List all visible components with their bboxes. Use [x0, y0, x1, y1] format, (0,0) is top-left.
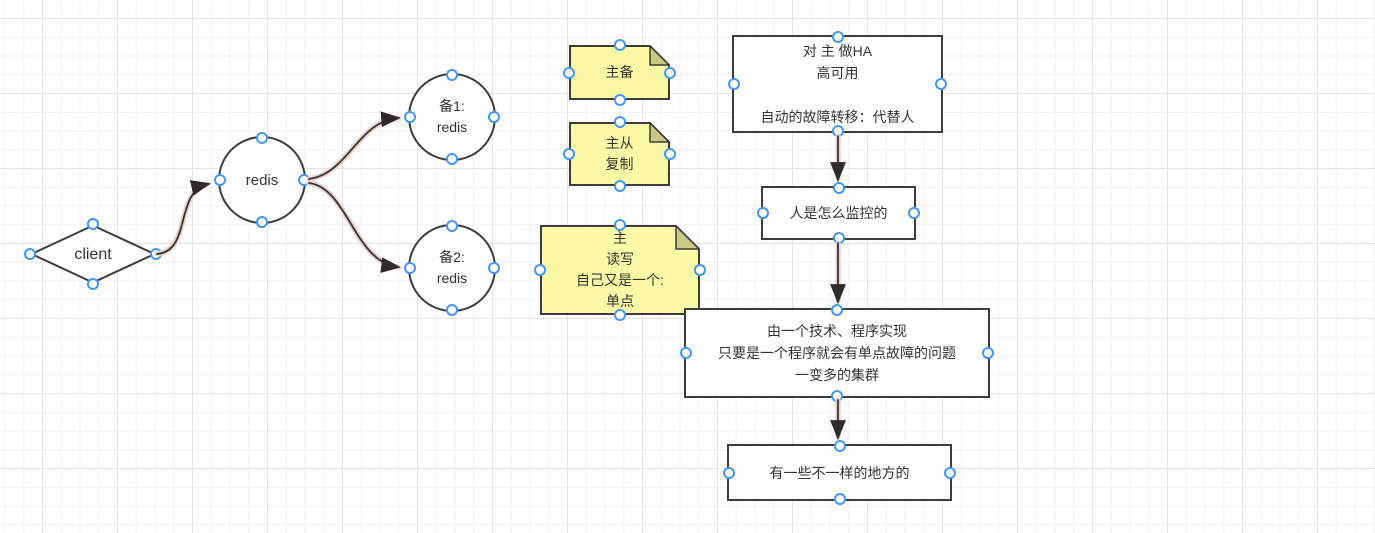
connection-handle-top[interactable] — [832, 182, 845, 194]
diff-box[interactable]: 有一些不一样的地方的 — [723, 440, 956, 505]
diff-box-label: 有一些不一样的地方的 — [769, 464, 910, 481]
connection-handle-right[interactable] — [664, 66, 676, 79]
note-master-backup-label: 主备 — [605, 64, 634, 80]
edge-client-redis[interactable] — [156, 180, 211, 255]
connection-handle-top[interactable] — [831, 31, 844, 43]
connection-handle-right[interactable] — [944, 466, 956, 479]
note-master-slave-label: 主从 复制 — [605, 135, 634, 172]
connection-handle-top[interactable] — [446, 220, 458, 232]
tech-box-label: 由一个技术、程序实现 只要是一个程序就会有单点故障的问题 一变多的集群 — [718, 323, 956, 383]
backup1-node[interactable]: 备1: redis — [404, 69, 500, 165]
connection-handle-right[interactable] — [982, 347, 994, 359]
connection-handle-bottom[interactable] — [446, 304, 458, 316]
backup2-label: 备2: redis — [436, 249, 468, 286]
connection-handle-bottom[interactable] — [613, 180, 626, 192]
note-master-slave[interactable]: 主从 复制 — [563, 116, 676, 192]
connection-handle-top[interactable] — [613, 39, 626, 51]
connection-handle-right[interactable] — [488, 262, 500, 274]
ha-box[interactable]: 对 主 做HA 高可用 自动的故障转移：代替人 — [728, 31, 947, 137]
connection-handle-left[interactable] — [24, 248, 36, 260]
ha-box-label: 对 主 做HA 高可用 自动的故障转移：代替人 — [760, 43, 915, 125]
connection-handle-bottom[interactable] — [256, 216, 268, 228]
note-master-rw-label: 主 读写 自己又是一个: 单点 — [576, 230, 664, 309]
connection-handle-right[interactable] — [488, 111, 500, 123]
connection-handle-left[interactable] — [723, 466, 735, 479]
edge-redis-backup1-halo — [306, 115, 401, 182]
connection-handle-left[interactable] — [534, 264, 546, 276]
backup2-node[interactable]: 备2: redis — [404, 220, 500, 316]
connection-handle-top[interactable] — [87, 218, 99, 230]
connection-handle-left[interactable] — [563, 66, 575, 79]
connection-handle-left[interactable] — [214, 174, 226, 186]
edge-redis-backup2-halo — [306, 180, 401, 270]
connection-handle-bottom[interactable] — [614, 309, 626, 321]
connection-handle-right[interactable] — [935, 78, 947, 90]
client-label: client — [74, 245, 112, 263]
edge-redis-backup1[interactable] — [308, 111, 401, 180]
connection-handle-right[interactable] — [150, 248, 162, 260]
connection-handle-top[interactable] — [446, 69, 458, 81]
monitor-box[interactable]: 人是怎么监控的 — [757, 182, 920, 244]
note-shape — [569, 122, 670, 186]
note-master-rw[interactable]: 主 读写 自己又是一个: 单点 — [534, 219, 706, 321]
connection-handle-right[interactable] — [908, 207, 920, 219]
connection-handle-top[interactable] — [613, 116, 626, 128]
connection-handle-right[interactable] — [664, 148, 676, 160]
edge-client-redis-halo — [154, 181, 211, 257]
connection-handle-bottom[interactable] — [87, 278, 99, 290]
connection-handle-bottom[interactable] — [831, 390, 843, 402]
connection-handle-left[interactable] — [680, 347, 692, 359]
connection-handle-bottom[interactable] — [832, 232, 845, 244]
connection-handle-bottom[interactable] — [831, 125, 844, 137]
connection-handle-bottom[interactable] — [446, 153, 458, 165]
connection-handle-left[interactable] — [728, 78, 740, 90]
backup1-label: 备1: redis — [436, 98, 468, 135]
redis-node[interactable]: redis — [214, 132, 310, 228]
edge-redis-backup2[interactable] — [308, 182, 401, 273]
connection-handle-top[interactable] — [831, 304, 843, 316]
tech-box[interactable]: 由一个技术、程序实现 只要是一个程序就会有单点故障的问题 一变多的集群 — [680, 304, 994, 402]
connection-handle-left[interactable] — [563, 148, 575, 160]
connection-handle-left[interactable] — [757, 207, 769, 219]
connection-handle-bottom[interactable] — [833, 493, 846, 505]
note-shape — [540, 225, 700, 315]
redis-label: redis — [245, 171, 279, 189]
note-shape — [569, 45, 670, 100]
connection-handle-top[interactable] — [833, 440, 846, 452]
connection-handle-top[interactable] — [614, 219, 626, 231]
connection-handle-right[interactable] — [694, 264, 706, 276]
monitor-box-label: 人是怎么监控的 — [789, 205, 888, 221]
connection-handle-left[interactable] — [404, 111, 416, 123]
note-master-backup[interactable]: 主备 — [563, 39, 676, 106]
connection-handle-top[interactable] — [256, 132, 268, 144]
connection-handle-bottom[interactable] — [613, 94, 626, 106]
connection-handle-right[interactable] — [298, 174, 310, 186]
client-node[interactable]: client — [24, 218, 162, 290]
connection-handle-left[interactable] — [404, 262, 416, 274]
